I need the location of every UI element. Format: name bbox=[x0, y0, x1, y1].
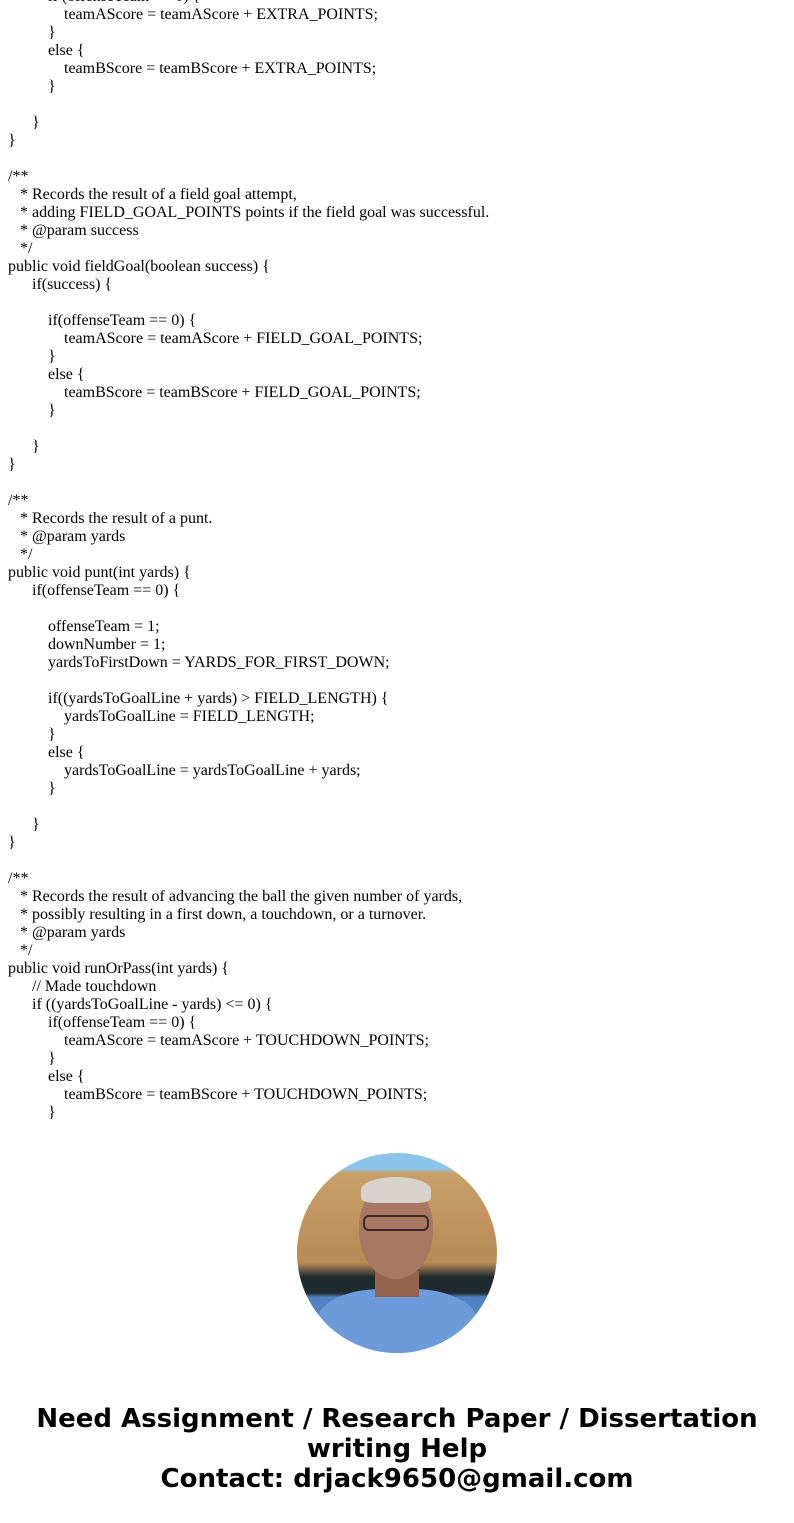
code-line: else { bbox=[48, 744, 85, 761]
code-line: else { bbox=[48, 1068, 85, 1085]
code-line: } bbox=[48, 78, 56, 95]
code-line: if(offenseTeam == 0) { bbox=[32, 582, 181, 599]
code-line: } bbox=[48, 348, 56, 365]
code-line: teamBScore = teamBScore + FIELD_GOAL_POI… bbox=[64, 384, 421, 401]
code-line: yardsToGoalLine = yardsToGoalLine + yard… bbox=[64, 762, 361, 779]
author-photo bbox=[297, 1153, 497, 1353]
code-line: * Records the result of a field goal att… bbox=[20, 186, 297, 203]
photo-shirt bbox=[317, 1289, 477, 1353]
code-line: */ bbox=[20, 942, 33, 959]
code-line: */ bbox=[20, 240, 33, 257]
code-line: /** bbox=[8, 168, 29, 185]
code-line: * @param success bbox=[20, 222, 139, 239]
photo-hair bbox=[361, 1177, 431, 1203]
code-line: /** bbox=[8, 870, 29, 887]
code-line: public void fieldGoal(boolean success) { bbox=[8, 258, 270, 275]
code-line: offenseTeam = 1; bbox=[48, 618, 160, 635]
code-line: else { bbox=[48, 366, 85, 383]
code-line: public void punt(int yards) { bbox=[8, 564, 191, 581]
code-line: * possibly resulting in a first down, a … bbox=[20, 906, 427, 923]
code-line: if(success) { bbox=[32, 276, 113, 293]
promo-line-2: writing Help bbox=[306, 1434, 488, 1464]
code-line: yardsToGoalLine = FIELD_LENGTH; bbox=[64, 708, 315, 725]
code-line: } bbox=[8, 834, 16, 851]
code-line: } bbox=[48, 1050, 56, 1067]
code-line: } bbox=[48, 780, 56, 797]
code-line: * adding FIELD_GOAL_POINTS points if the… bbox=[20, 204, 490, 221]
code-line: } bbox=[32, 114, 40, 131]
code-line: if(offenseTeam == 0) { bbox=[48, 1014, 197, 1031]
code-line: } bbox=[48, 1104, 56, 1121]
code-line: // Made touchdown bbox=[32, 978, 157, 995]
code-line: * Records the result of a punt. bbox=[20, 510, 213, 527]
code-line: } bbox=[48, 726, 56, 743]
promo-line-3: Contact: drjack9650@gmail.com bbox=[160, 1464, 634, 1494]
code-line: public void runOrPass(int yards) { bbox=[8, 960, 229, 977]
code-line: } bbox=[8, 132, 16, 149]
code-line: */ bbox=[20, 546, 33, 563]
code-line: /** bbox=[8, 492, 29, 509]
code-line: yardsToFirstDown = YARDS_FOR_FIRST_DOWN; bbox=[48, 654, 390, 671]
promo-banner: Need Assignment / Research Paper / Disse… bbox=[0, 1404, 794, 1494]
code-line: * Records the result of advancing the ba… bbox=[20, 888, 463, 905]
code-line: } bbox=[8, 456, 16, 473]
code-line: teamAScore = teamAScore + TOUCHDOWN_POIN… bbox=[64, 1032, 429, 1049]
code-line: if(offenseTeam == 0) { bbox=[48, 312, 197, 329]
code-line: teamAScore = teamAScore + FIELD_GOAL_POI… bbox=[64, 330, 423, 347]
promo-line-1: Need Assignment / Research Paper / Disse… bbox=[36, 1404, 758, 1434]
code-line: if (offenseTeam == 0) { bbox=[48, 0, 200, 6]
code-line: * @param yards bbox=[20, 528, 126, 545]
photo-glasses bbox=[363, 1215, 429, 1231]
code-line: } bbox=[32, 816, 40, 833]
code-line: if ((yardsToGoalLine - yards) <= 0) { bbox=[32, 996, 273, 1013]
code-line: teamBScore = teamBScore + TOUCHDOWN_POIN… bbox=[64, 1086, 428, 1103]
code-line: else { bbox=[48, 42, 85, 59]
code-line: } bbox=[32, 438, 40, 455]
code-line: teamBScore = teamBScore + EXTRA_POINTS; bbox=[64, 60, 377, 77]
code-line: } bbox=[48, 24, 56, 41]
code-line: teamAScore = teamAScore + EXTRA_POINTS; bbox=[64, 6, 378, 23]
code-line: * @param yards bbox=[20, 924, 126, 941]
code-line: downNumber = 1; bbox=[48, 636, 166, 653]
code-line: } bbox=[48, 402, 56, 419]
code-line: if((yardsToGoalLine + yards) > FIELD_LEN… bbox=[48, 690, 389, 707]
